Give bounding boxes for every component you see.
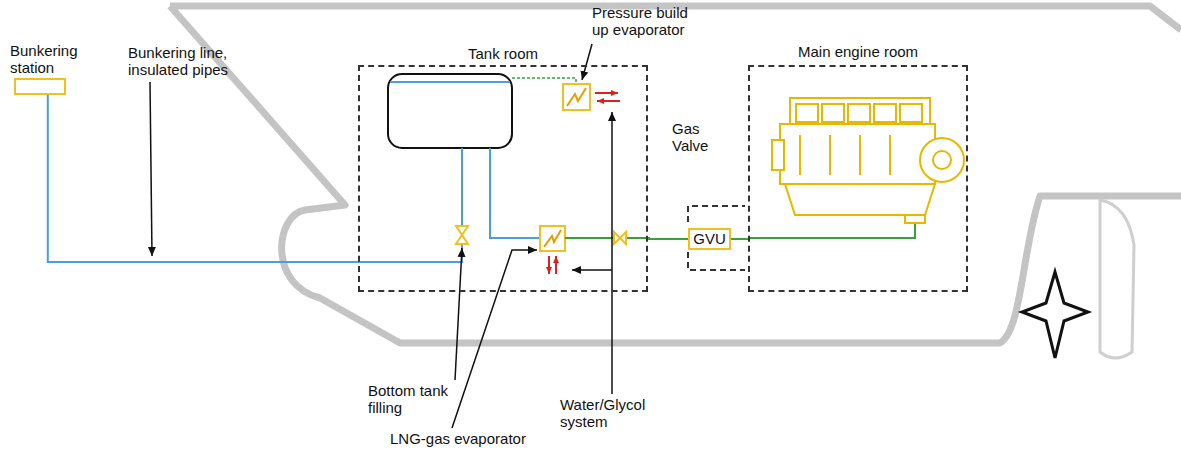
box-heading: Tank room [468,45,538,62]
room-box: Tank room [358,65,648,292]
bunkering-valve [456,226,468,244]
leader-line [452,250,537,428]
propeller [1022,272,1088,358]
heating-arrow [548,256,550,274]
lng-pipe [490,148,540,238]
pipe-connector [48,95,358,262]
heating-arrow [595,92,618,94]
hull-outline [170,6,1181,343]
lng-evaporator [540,226,565,251]
engine-illustration [772,98,964,223]
gvu-box: GVU [688,228,731,250]
liquid-level [390,81,510,83]
gas-valve [614,232,626,244]
leader-line [582,44,592,80]
gas-pipe [748,222,915,238]
leader-line [455,248,462,380]
box-heading: Main engine room [798,43,918,60]
evaporator-symbol [567,88,586,106]
evaporator-symbol [544,230,561,247]
callout-label: Bunkering line, insulated pipes [128,44,266,78]
leader-line [611,112,613,394]
pipe-connector [648,238,688,240]
callout-label: Pressure build up evaporator [592,4,688,38]
callout-label: LNG-gas evaporator [390,430,560,447]
box-label: GVU [690,230,729,248]
bunkering-pipe [356,148,462,262]
bunkering-station: Bunkering station [14,78,66,95]
heating-arrow [597,100,620,102]
leader-line [150,82,152,256]
leader-line [572,269,612,271]
callout-label: Gas Valve [672,120,720,154]
heating-arrow [555,256,557,274]
box-heading: Bunkering station [10,42,90,76]
pipe-connector [731,238,748,240]
callout-label: Water/Glycol system [560,396,666,430]
rudder [1100,200,1134,358]
callout-label: Bottom tank filling [368,382,468,416]
pbu-evaporator [563,84,590,110]
vapour-return [512,78,576,84]
gas-pipe [565,237,650,239]
lng-tank [388,74,512,148]
room-box: Main engine room [748,65,968,292]
